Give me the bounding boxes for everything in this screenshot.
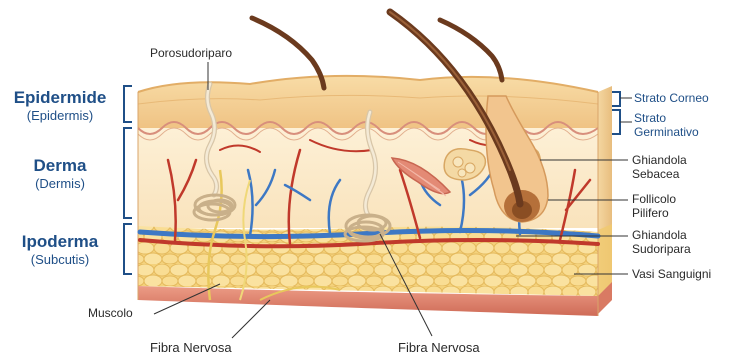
label-strato-germinativo-line1: Strato [634,111,666,125]
label-dermis: (Dermis) [0,176,120,191]
label-epidermide: Epidermide [0,88,120,108]
label-ipoderma: Ipoderma [0,232,120,252]
label-vasi-sanguigni: Vasi Sanguigni [632,267,711,281]
label-muscolo: Muscolo [88,306,133,320]
layer-brackets-right [612,92,620,134]
label-epidermis: (Epidermis) [0,108,120,123]
label-fibra-nervosa-right: Fibra Nervosa [398,340,480,355]
label-follicolo-pilifero-line1: Follicolo [632,192,676,206]
label-porosudoriparo: Porosudoriparo [150,46,232,60]
label-fibra-nervosa-left: Fibra Nervosa [150,340,232,355]
label-derma: Derma [0,156,120,176]
label-strato-corneo: Strato Corneo [634,91,709,105]
label-subcutis: (Subcutis) [0,252,120,267]
layer-brackets-left [124,86,132,274]
label-ghiandola-sebacea-line2: Sebacea [632,167,679,181]
label-ghiandola-sudoripara-line2: Sudoripara [632,242,691,256]
label-ghiandola-sebacea-line1: Ghiandola [632,153,687,167]
label-ghiandola-sudoripara-line1: Ghiandola [632,228,687,242]
label-follicolo-pilifero-line2: Pilifero [632,206,669,220]
label-strato-germinativo-line2: Germinativo [634,125,699,139]
